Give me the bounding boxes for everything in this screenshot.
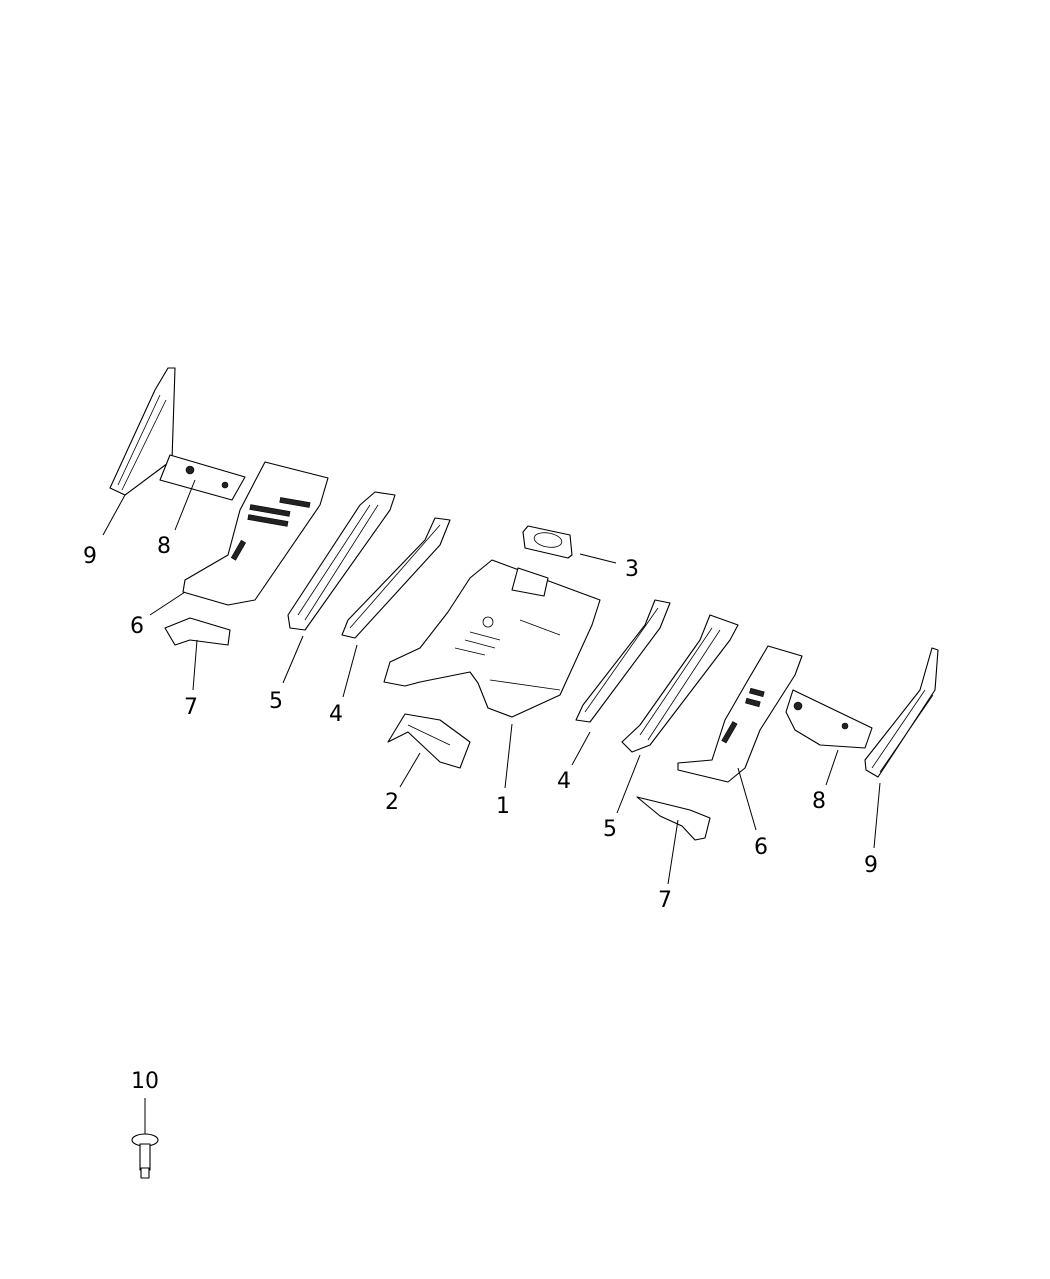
callout-8-left: 8 [157, 534, 171, 559]
callout-4-left: 4 [329, 702, 343, 727]
part-8-right [785, 689, 873, 749]
callout-9-left: 9 [83, 544, 97, 569]
part-9-right [864, 647, 939, 778]
callout-5-right: 5 [603, 817, 617, 842]
callout-2: 2 [385, 790, 399, 815]
callout-6-left: 6 [130, 614, 144, 639]
callout-5-left: 5 [269, 689, 283, 714]
callout-7-left: 7 [184, 695, 198, 720]
callout-8-right: 8 [812, 789, 826, 814]
callout-9-right: 9 [864, 853, 878, 878]
callout-1: 1 [496, 794, 510, 819]
part-2 [387, 713, 471, 769]
callout-4-right: 4 [557, 769, 571, 794]
part-4-left [341, 517, 451, 639]
part-7-right [636, 796, 711, 841]
part-5-left [287, 491, 396, 631]
callout-10: 10 [131, 1069, 159, 1094]
callout-3: 3 [625, 557, 639, 582]
part-3-plug [522, 525, 573, 559]
part-7-left [164, 617, 231, 646]
part-10-bolt [131, 1133, 159, 1179]
part-5-right [621, 614, 739, 753]
leader-lines [102, 479, 881, 1134]
part-4-right [575, 599, 671, 723]
part-1-floor-pan [383, 559, 601, 718]
part-8-left [159, 454, 246, 501]
callout-7-right: 7 [658, 888, 672, 913]
part-6-right [677, 645, 803, 783]
part-6-left [182, 461, 329, 606]
callout-6-right: 6 [754, 835, 768, 860]
